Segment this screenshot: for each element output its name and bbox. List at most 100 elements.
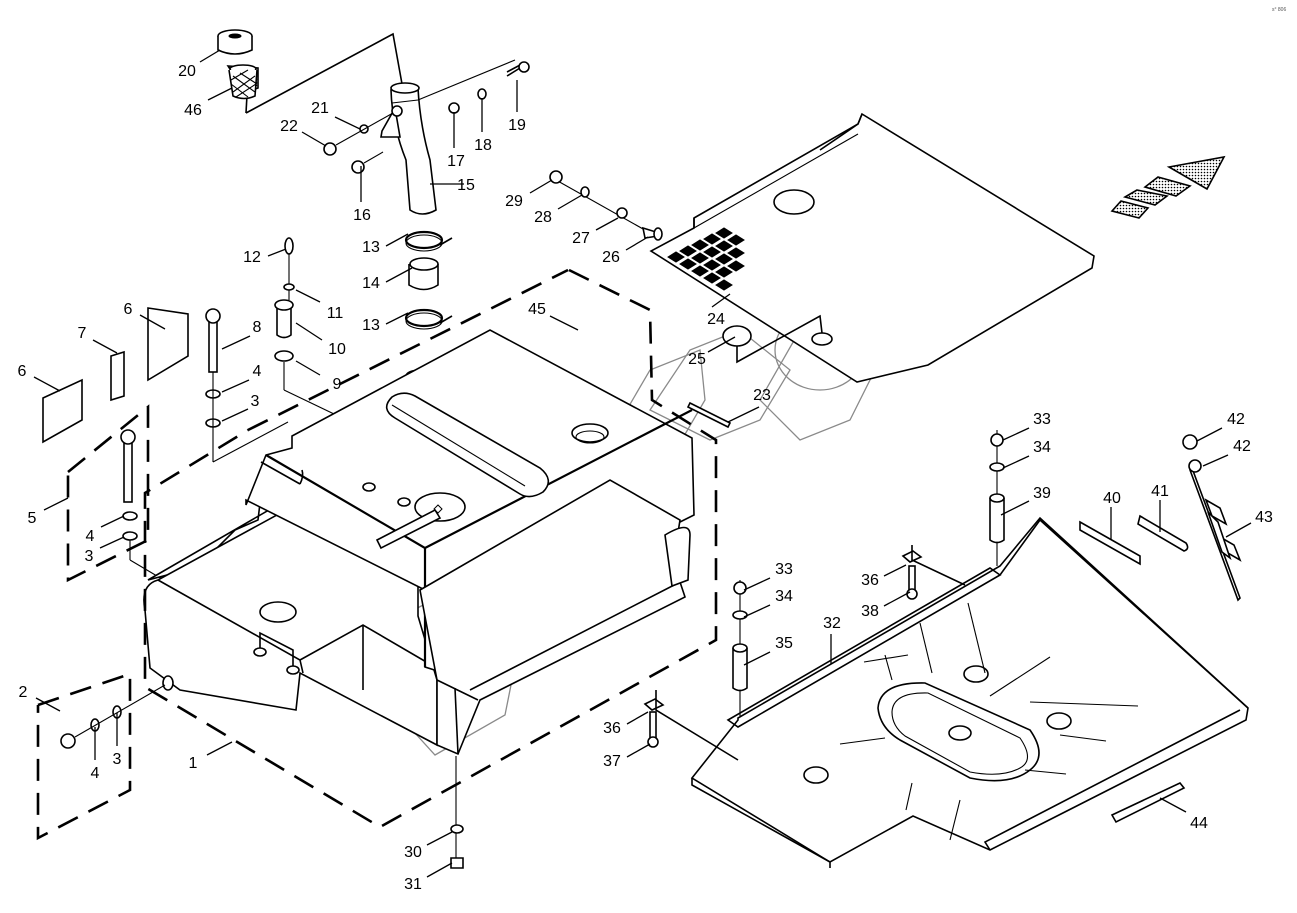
callout-label[interactable]: 6	[124, 301, 133, 318]
callout-40[interactable]: 40	[1103, 490, 1121, 540]
callout-label[interactable]: 36	[603, 720, 621, 737]
callout-17[interactable]: 17	[447, 112, 465, 170]
callout-label[interactable]: 33	[1033, 411, 1051, 428]
callout-29[interactable]: 29	[505, 179, 553, 210]
callout-label[interactable]: 27	[572, 230, 590, 247]
callout-13[interactable]: 13	[362, 312, 409, 334]
callout-21[interactable]: 21	[311, 100, 361, 130]
callout-5[interactable]: 5	[28, 497, 69, 527]
callout-label[interactable]: 3	[85, 548, 94, 565]
callout-36[interactable]: 36	[603, 711, 649, 737]
callout-label[interactable]: 28	[534, 209, 552, 226]
callout-15[interactable]: 15	[430, 177, 475, 194]
callout-label[interactable]: 11	[327, 305, 344, 322]
callout-24[interactable]: 24	[707, 293, 731, 328]
callout-8[interactable]: 8	[221, 319, 262, 350]
callout-33[interactable]: 33	[1002, 411, 1051, 441]
callout-label[interactable]: 34	[775, 588, 793, 605]
callout-label[interactable]: 37	[603, 753, 621, 770]
callout-label[interactable]: 34	[1033, 439, 1051, 456]
callout-label[interactable]: 2	[19, 684, 28, 701]
callout-label[interactable]: 30	[404, 844, 422, 861]
callout-label[interactable]: 3	[113, 751, 122, 768]
callout-label[interactable]: 4	[86, 528, 95, 545]
callout-22[interactable]: 22	[280, 118, 327, 147]
callout-6[interactable]: 6	[18, 363, 61, 392]
callout-33[interactable]: 33	[743, 561, 793, 591]
callout-label[interactable]: 44	[1190, 815, 1208, 832]
callout-18[interactable]: 18	[474, 98, 492, 154]
callout-label[interactable]: 40	[1103, 490, 1121, 507]
callout-19[interactable]: 19	[508, 80, 526, 134]
callout-45[interactable]: 45	[528, 301, 579, 331]
callout-46[interactable]: 46	[184, 87, 233, 119]
callout-37[interactable]: 37	[603, 743, 651, 770]
callout-43[interactable]: 43	[1225, 509, 1273, 538]
callout-label[interactable]: 24	[707, 311, 725, 328]
callout-13[interactable]: 13	[362, 233, 409, 256]
callout-3[interactable]: 3	[221, 393, 260, 422]
callout-label[interactable]: 41	[1151, 483, 1169, 500]
callout-38[interactable]: 38	[861, 591, 911, 620]
callout-label[interactable]: 14	[362, 275, 380, 292]
callout-label[interactable]: 19	[508, 117, 526, 134]
callout-label[interactable]: 43	[1255, 509, 1273, 526]
callout-35[interactable]: 35	[743, 635, 793, 666]
callout-42[interactable]: 42	[1196, 411, 1245, 442]
callout-label[interactable]: 17	[447, 153, 465, 170]
callout-10[interactable]: 10	[295, 322, 346, 358]
callout-label[interactable]: 15	[457, 177, 475, 194]
callout-label[interactable]: 10	[328, 341, 346, 358]
callout-16[interactable]: 16	[353, 166, 371, 224]
callout-label[interactable]: 5	[28, 510, 37, 527]
callout-4[interactable]: 4	[91, 727, 100, 782]
callout-41[interactable]: 41	[1151, 483, 1169, 532]
callout-label[interactable]: 4	[253, 363, 262, 380]
callout-label[interactable]: 20	[178, 63, 196, 80]
callout-label[interactable]: 46	[184, 102, 202, 119]
callout-label[interactable]: 42	[1227, 411, 1245, 428]
callout-12[interactable]: 12	[243, 248, 287, 266]
callout-42[interactable]: 42	[1202, 438, 1251, 467]
callout-44[interactable]: 44	[1159, 797, 1208, 832]
callout-4[interactable]: 4	[86, 515, 125, 545]
callout-label[interactable]: 45	[528, 301, 546, 318]
callout-36[interactable]: 36	[861, 564, 907, 589]
callout-label[interactable]: 13	[362, 239, 380, 256]
callout-label[interactable]: 39	[1033, 485, 1051, 502]
callout-label[interactable]: 35	[775, 635, 793, 652]
callout-28[interactable]: 28	[534, 194, 583, 226]
callout-label[interactable]: 9	[333, 376, 342, 393]
callout-label[interactable]: 7	[78, 325, 87, 342]
callout-label[interactable]: 26	[602, 249, 620, 266]
callout-11[interactable]: 11	[295, 289, 344, 322]
callout-label[interactable]: 1	[189, 755, 198, 772]
callout-25[interactable]: 25	[688, 336, 736, 368]
callout-39[interactable]: 39	[1000, 485, 1051, 516]
callout-4[interactable]: 4	[221, 363, 262, 393]
callout-label[interactable]: 3	[251, 393, 260, 410]
callout-27[interactable]: 27	[572, 217, 619, 247]
callout-32[interactable]: 32	[823, 615, 841, 664]
callout-label[interactable]: 13	[362, 317, 380, 334]
callout-label[interactable]: 22	[280, 118, 298, 135]
callout-34[interactable]: 34	[1002, 439, 1051, 469]
callout-label[interactable]: 21	[311, 100, 329, 117]
callout-30[interactable]: 30	[404, 831, 453, 861]
callout-label[interactable]: 33	[775, 561, 793, 578]
callout-34[interactable]: 34	[743, 588, 793, 618]
callout-14[interactable]: 14	[362, 267, 413, 292]
callout-label[interactable]: 31	[404, 876, 422, 893]
callout-20[interactable]: 20	[178, 49, 221, 80]
callout-label[interactable]: 42	[1233, 438, 1251, 455]
callout-label[interactable]: 16	[353, 207, 371, 224]
callout-3[interactable]: 3	[113, 713, 122, 768]
callout-23[interactable]: 23	[727, 387, 771, 423]
callout-label[interactable]: 29	[505, 193, 523, 210]
callout-label[interactable]: 36	[861, 572, 879, 589]
callout-9[interactable]: 9	[295, 360, 342, 393]
callout-2[interactable]: 2	[19, 684, 61, 712]
callout-label[interactable]: 4	[91, 765, 100, 782]
callout-label[interactable]: 12	[243, 249, 261, 266]
callout-1[interactable]: 1	[189, 741, 233, 772]
